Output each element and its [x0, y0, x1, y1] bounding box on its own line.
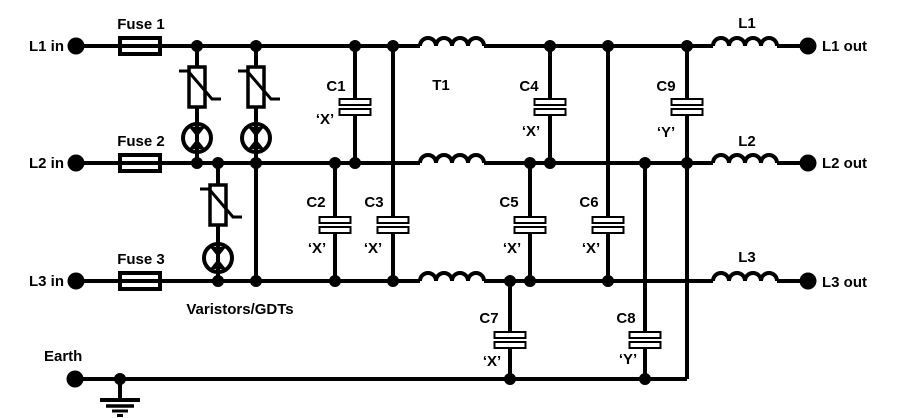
- label-c3-class: ‘X’: [364, 240, 382, 257]
- capacitor-c5-symbol: [513, 216, 547, 234]
- terminal-l3-out: [799, 272, 817, 290]
- inductor-l1-symbol: [711, 36, 779, 47]
- label-inductor-l1: L1: [738, 15, 756, 32]
- inductor-l2-symbol: [711, 153, 779, 164]
- label-c6-class: ‘X’: [582, 240, 600, 257]
- label-l3-in: L3 in: [29, 273, 64, 290]
- fuse-3-symbol: [118, 271, 162, 291]
- label-varistors-gdts: Varistors/GDTs: [186, 301, 293, 318]
- capacitor-c7-symbol: [493, 331, 527, 349]
- capacitor-c4-symbol: [533, 98, 567, 116]
- capacitor-c8-symbol: [628, 331, 662, 349]
- label-l1-in: L1 in: [29, 38, 64, 55]
- terminal-earth: [66, 370, 84, 388]
- label-c1: C1: [326, 78, 345, 95]
- label-c2-class: ‘X’: [308, 240, 326, 257]
- label-c9-class: ‘Y’: [657, 124, 675, 141]
- label-t1: T1: [432, 77, 450, 94]
- inductor-l3-symbol: [711, 271, 779, 282]
- junction-dots: [114, 40, 693, 385]
- terminal-l1-in: [67, 37, 85, 55]
- label-c9: C9: [656, 78, 675, 95]
- label-l2-in: L2 in: [29, 155, 64, 172]
- capacitor-c3-symbol: [376, 216, 410, 234]
- label-fuse-1: Fuse 1: [117, 16, 165, 33]
- label-c3: C3: [364, 194, 383, 211]
- fuse-1-symbol: [118, 36, 162, 56]
- label-c6: C6: [579, 194, 598, 211]
- varistor-symbol-2: [238, 65, 280, 109]
- gdt-symbol-1: [181, 122, 213, 154]
- varistor-symbol-1: [179, 65, 221, 109]
- fuse-2-symbol: [118, 153, 162, 173]
- label-c7-class: ‘X’: [483, 353, 501, 370]
- label-c4-class: ‘X’: [522, 123, 540, 140]
- gdt-symbol-2: [240, 122, 272, 154]
- label-c8: C8: [616, 310, 635, 327]
- terminal-l2-in: [67, 154, 85, 172]
- capacitor-c9-symbol: [670, 98, 704, 116]
- terminal-l1-out: [799, 37, 817, 55]
- label-c5-class: ‘X’: [503, 240, 521, 257]
- capacitor-c1-symbol: [338, 98, 372, 116]
- capacitor-c6-symbol: [591, 216, 625, 234]
- label-c2: C2: [306, 194, 325, 211]
- capacitor-c2-symbol: [318, 216, 352, 234]
- ground-symbol: [100, 379, 140, 417]
- label-l2-out: L2 out: [822, 155, 867, 172]
- label-earth: Earth: [44, 348, 82, 365]
- label-fuse-2: Fuse 2: [117, 133, 165, 150]
- label-c4: C4: [519, 78, 539, 95]
- choke-t1-winding-l1: [418, 36, 486, 47]
- label-inductor-l3: L3: [738, 249, 756, 266]
- label-c1-class: ‘X’: [316, 111, 334, 128]
- terminals: [66, 37, 817, 388]
- varistor-symbol-3: [200, 183, 242, 227]
- terminal-l2-out: [799, 154, 817, 172]
- label-c8-class: ‘Y’: [619, 351, 637, 368]
- label-l1-out: L1 out: [822, 38, 867, 55]
- label-c7: C7: [479, 310, 498, 327]
- gdt-symbol-3: [202, 242, 234, 274]
- label-c5: C5: [499, 194, 518, 211]
- label-l3-out: L3 out: [822, 274, 867, 291]
- terminal-l3-in: [67, 272, 85, 290]
- choke-t1-winding-l2: [418, 153, 486, 164]
- choke-t1-winding-l3: [418, 271, 486, 282]
- label-inductor-l2: L2: [738, 133, 756, 150]
- label-fuse-3: Fuse 3: [117, 251, 165, 268]
